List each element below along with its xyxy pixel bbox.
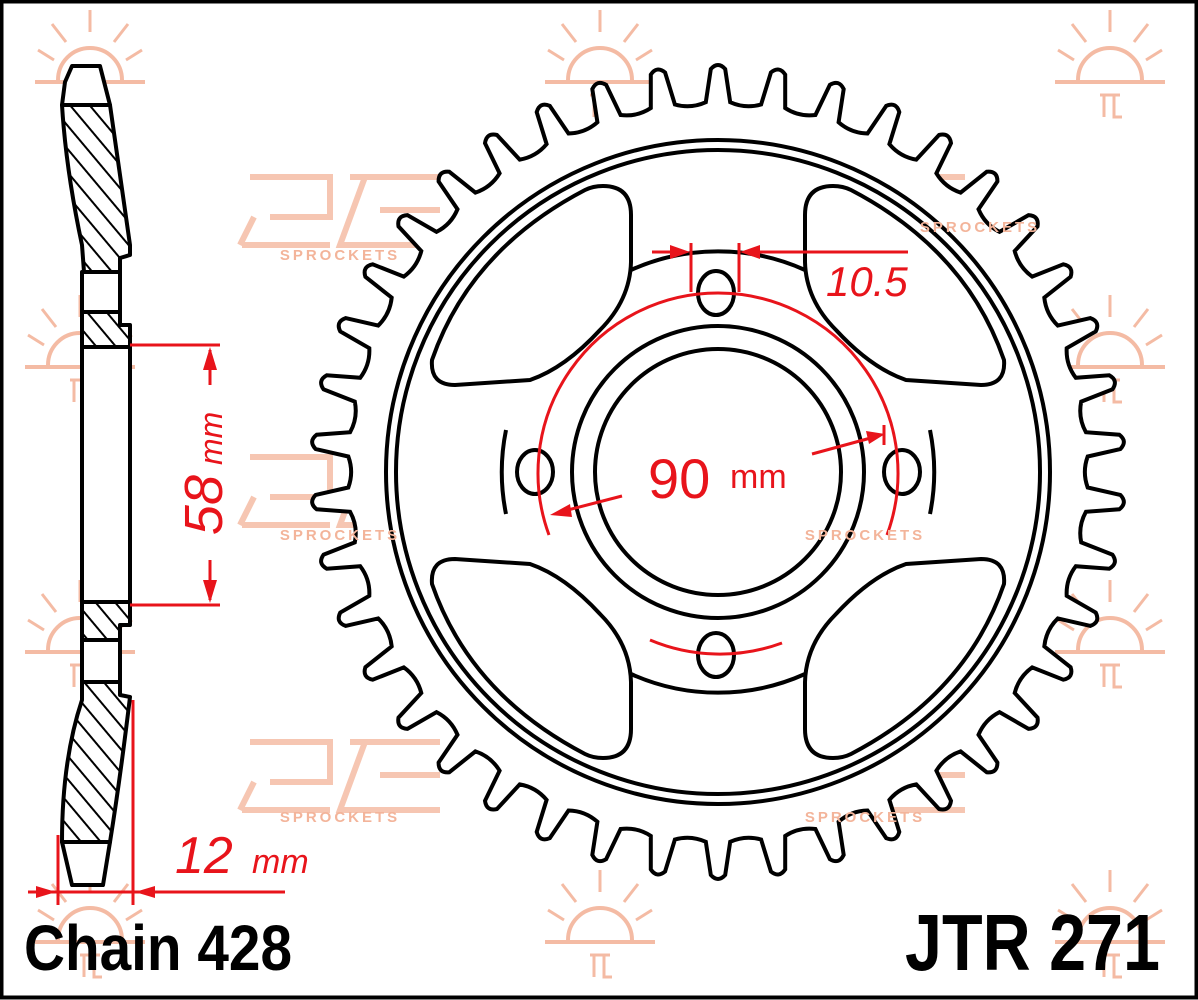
pcd-value: 90	[648, 447, 710, 510]
part-number: JTR 271	[905, 898, 1160, 987]
bolt-hole-value: 10.5	[826, 258, 908, 305]
hatched-web-top	[60, 103, 132, 274]
chain-label: Chain 428	[24, 912, 292, 984]
svg-text:SPROCKETS: SPROCKETS	[280, 809, 400, 826]
hub-outline	[499, 249, 937, 695]
svg-text:SPROCKETS: SPROCKETS	[280, 527, 400, 544]
bolt-hole-section-top	[80, 270, 122, 314]
hatched-hub-top	[80, 310, 132, 349]
svg-text:SPROCKETS: SPROCKETS	[805, 527, 925, 544]
hub-width-unit: mm	[193, 412, 229, 465]
thickness-dimension	[28, 700, 285, 905]
lightening-windows	[429, 183, 1007, 761]
bolt-hole-section-bottom	[80, 638, 122, 684]
sprocket-teeth	[310, 63, 1126, 881]
sprocket-side-section	[60, 64, 132, 887]
window-top-right	[803, 183, 1007, 388]
window-bottom-left	[429, 556, 633, 761]
bolt-hole-right	[882, 448, 922, 496]
pcd-arc-lower	[649, 638, 783, 656]
hub-section	[80, 345, 132, 604]
tooth-tip-bottom	[60, 840, 112, 887]
window-bottom-right	[803, 556, 1007, 761]
hub-width-dimension	[130, 343, 220, 607]
hub-ring	[570, 324, 866, 620]
tooth-tip-top	[60, 64, 112, 107]
thickness-unit: mm	[252, 843, 309, 881]
svg-text:SPROCKETS: SPROCKETS	[920, 219, 1040, 236]
pcd-unit: mm	[730, 458, 787, 496]
hatched-web-bottom	[60, 680, 132, 844]
bolt-hole-left	[515, 448, 555, 496]
hub-width-value: 58	[174, 475, 234, 535]
svg-text:SPROCKETS: SPROCKETS	[280, 247, 400, 264]
thickness-value: 12	[175, 827, 233, 885]
sprocket-front-view	[310, 63, 1126, 881]
outer-ring	[384, 138, 1052, 806]
pcd-arc-upper	[536, 291, 900, 536]
svg-text:SPROCKETS: SPROCKETS	[805, 809, 925, 826]
pcd-dimension	[536, 291, 900, 656]
inner-ring	[394, 148, 1042, 796]
hatched-hub-bottom	[80, 600, 132, 642]
watermark-sprockets-text: SPROCKETS SPROCKETS SPROCKETS SPROCKETS SP…	[280, 219, 1040, 826]
window-top-left	[429, 183, 633, 388]
center-bore	[593, 347, 843, 597]
bolt-hole-dimension	[652, 243, 908, 292]
